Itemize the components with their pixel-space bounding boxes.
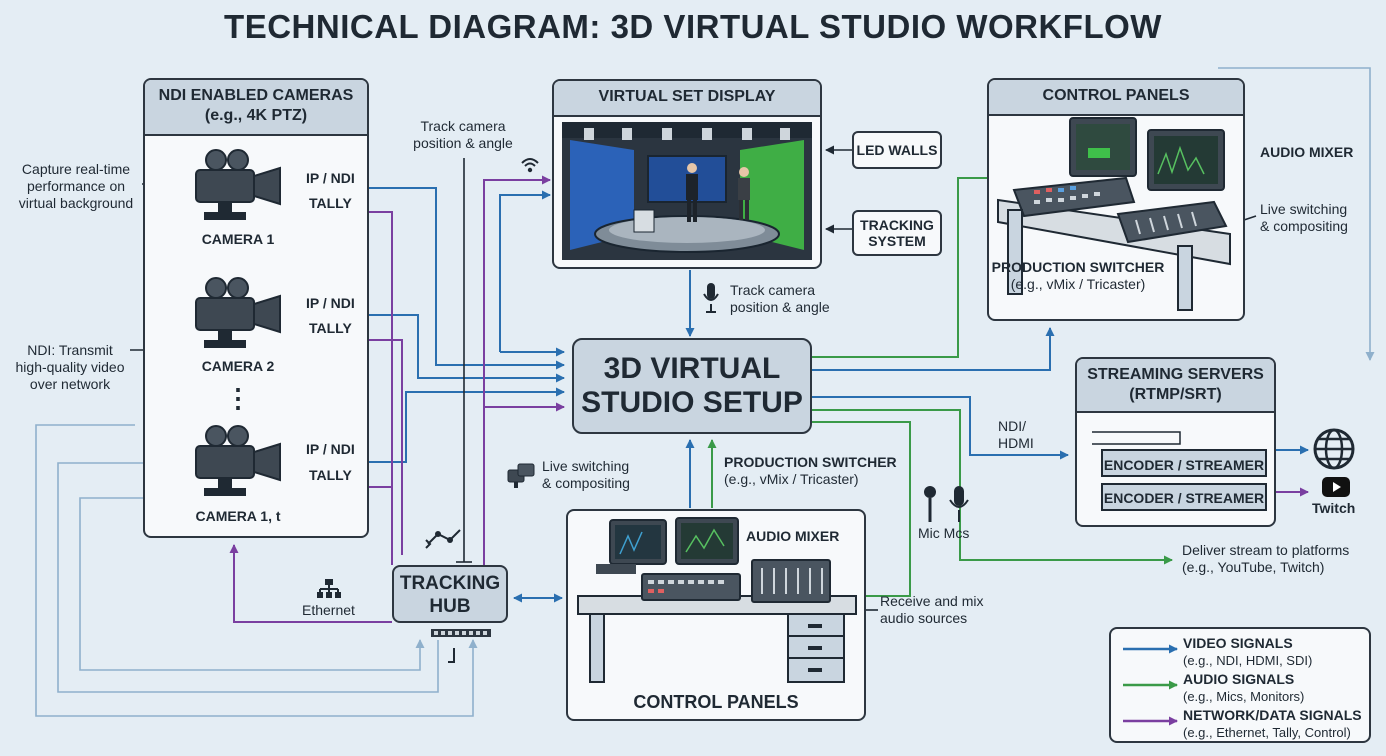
audio-lines — [707, 173, 1173, 597]
ethernet-label: Ethernet — [302, 602, 355, 618]
microphone-icon — [924, 486, 969, 522]
globe-icon — [1313, 428, 1355, 470]
streaming-header: STREAMING SERVERS (RTMP/SRT) — [1077, 359, 1274, 413]
tally-label-1: TALLY — [309, 195, 352, 211]
virtual-set-header: VIRTUAL SET DISPLAY — [554, 81, 820, 117]
switcher-eg-mid: (e.g., vMix / Tricaster) — [724, 471, 859, 487]
camera-1-label: CAMERA 1 — [201, 231, 275, 247]
virtual-set-image — [562, 122, 812, 260]
cameras-header: NDI ENABLED CAMERAS (e.g., 4K PTZ) — [145, 80, 367, 136]
switcher-icon — [507, 463, 535, 488]
encoder-2-label: ENCODER / STREAMER — [1103, 490, 1265, 506]
network-tree-icon — [317, 579, 341, 598]
encoder-1-label: ENCODER / STREAMER — [1103, 457, 1265, 473]
camera-ellipsis: ⋮ — [225, 383, 251, 413]
tracking-hub: TRACKING HUB — [392, 565, 508, 623]
audio-mixer-label-top: AUDIO MIXER — [1260, 144, 1354, 160]
control-desk-illustration — [997, 117, 1231, 311]
cameras-header-line1: NDI ENABLED CAMERAS — [158, 87, 354, 104]
switcher-label-mid: PRODUCTION SWITCHER — [724, 454, 897, 470]
wifi-icon — [521, 158, 539, 173]
tally-label-3: TALLY — [309, 467, 352, 483]
camera-3-label: CAMERA 1, t — [195, 508, 281, 524]
ndi-hdmi-label: NDI/ HDMI — [998, 418, 1034, 451]
camera-icon — [195, 277, 281, 348]
network-switch-icon — [431, 629, 491, 663]
legend-item-network: NETWORK/DATA SIGNALS (e.g., Ethernet, Ta… — [1183, 707, 1362, 740]
ndi-note: NDI: Transmit high-quality video over ne… — [15, 342, 125, 392]
control-panels-bottom-header: CONTROL PANELS — [633, 692, 799, 712]
tracking-system-tag: TRACKING SYSTEM — [852, 210, 942, 256]
capture-note: Capture real-time performance on virtual… — [18, 161, 134, 211]
ip-ndi-label-3: IP / NDI — [306, 441, 355, 457]
network-loop-lines — [35, 67, 1375, 717]
receive-mix-note: Receive and mix audio sources — [880, 593, 984, 626]
microphone-icon — [703, 283, 719, 313]
tracking-icon — [425, 529, 461, 549]
switcher-eg-top: (e.g., vMix / Tricaster) — [1010, 276, 1146, 292]
camera-2-label: CAMERA 2 — [201, 358, 275, 374]
live-note-mid: Live switching & compositing — [542, 458, 630, 491]
core-line-2: STUDIO SETUP — [581, 386, 803, 419]
tally-label-2: TALLY — [309, 320, 352, 336]
deliver-note: Deliver stream to platforms (e.g., YouTu… — [1182, 542, 1350, 575]
legend-item-video: VIDEO SIGNALS (e.g., NDI, HDMI, SDI) — [1183, 635, 1313, 668]
core-studio-setup: 3D VIRTUAL STUDIO SETUP — [572, 338, 812, 434]
cameras-header-line2: (e.g., 4K PTZ) — [204, 107, 308, 124]
legend: VIDEO SIGNALS (e.g., NDI, HDMI, SDI) AUD… — [1109, 627, 1371, 743]
live-note-top: Live switching & compositing — [1260, 201, 1348, 234]
camera-icon — [195, 149, 281, 220]
track-note-top: Track camera position & angle — [413, 118, 513, 151]
core-line-1: 3D VIRTUAL — [603, 352, 781, 385]
legend-item-audio: AUDIO SIGNALS (e.g., Mics, Monitors) — [1183, 671, 1305, 704]
switcher-label-top: PRODUCTION SWITCHER — [991, 259, 1165, 275]
camera-icon — [195, 425, 281, 496]
twitch-icon — [1322, 477, 1350, 497]
legend-arrows — [1123, 644, 1178, 726]
track-note-mid: Track camera position & angle — [730, 282, 830, 315]
ip-ndi-label-1: IP / NDI — [306, 170, 355, 186]
mic-label: Mic Mcs — [918, 525, 970, 541]
led-walls-tag: LED WALLS — [852, 131, 942, 169]
ip-ndi-label-2: IP / NDI — [306, 295, 355, 311]
twitch-label: Twitch — [1312, 500, 1356, 516]
page-title: TECHNICAL DIAGRAM: 3D VIRTUAL STUDIO WOR… — [224, 8, 1162, 45]
control-desk-bottom-illustration — [577, 517, 857, 683]
encoder-stack-illustration — [1092, 431, 1267, 511]
audio-mixer-label-bottom: AUDIO MIXER — [746, 528, 840, 544]
control-panels-top-header: CONTROL PANELS — [989, 80, 1243, 116]
